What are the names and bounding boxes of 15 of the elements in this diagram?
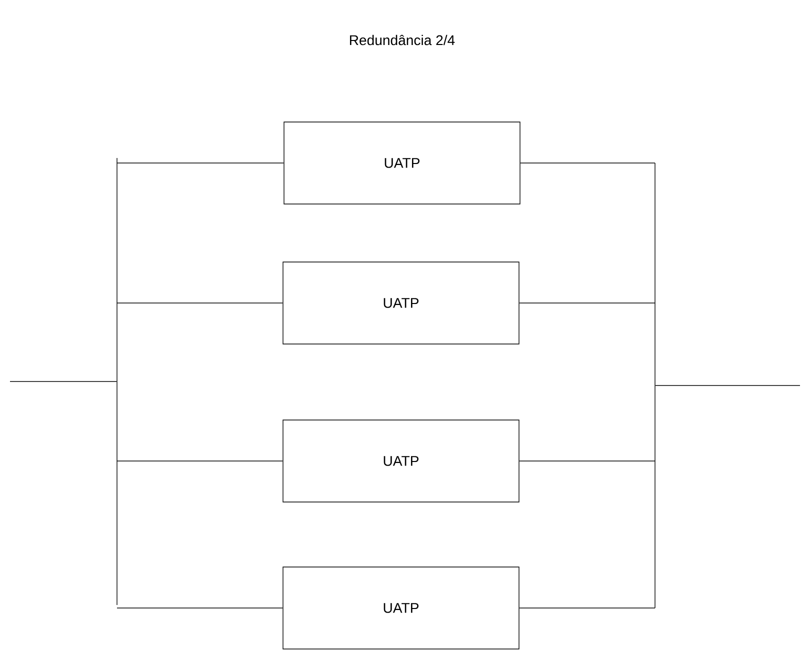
- connector-line: [116, 460, 283, 462]
- connector-line: [10, 381, 117, 382]
- block-box: UATP: [284, 122, 520, 204]
- bus-line: [654, 162, 656, 608]
- bus-line: [116, 158, 118, 606]
- block-box: UATP: [282, 420, 520, 502]
- block-box: UATP: [282, 262, 520, 344]
- connector-line: [519, 302, 656, 304]
- connector-line: [655, 385, 800, 386]
- connector-line: [116, 162, 284, 164]
- connector-line: [116, 302, 283, 304]
- title: Redundância 2/4: [350, 34, 455, 46]
- connector-line: [519, 460, 656, 462]
- block-box: UATP: [282, 566, 520, 650]
- connector-line: [520, 162, 656, 164]
